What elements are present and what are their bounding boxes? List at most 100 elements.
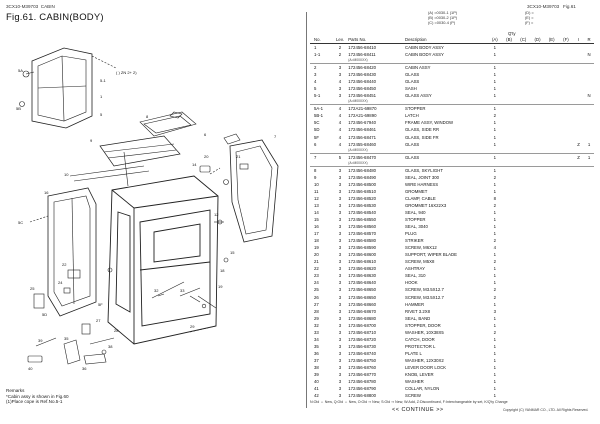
cell-qty-c xyxy=(516,44,530,52)
cell-qty-e xyxy=(545,78,559,85)
cell-qty-e xyxy=(545,364,559,371)
cell-ref-no: 1-1 xyxy=(314,52,321,58)
cell-ref-no: 3 xyxy=(314,72,317,78)
cell-description: GLASS, SIDE RR xyxy=(404,127,440,133)
remarks-line: *Cabin assy is shown in Fig.60 xyxy=(6,393,69,399)
cell-ref-no: 8 xyxy=(310,165,333,174)
continue-arrow-right-icon: >> xyxy=(434,407,444,413)
cell-r xyxy=(584,279,594,286)
cell-qty-c xyxy=(516,336,530,343)
cell-qty-f xyxy=(559,44,573,52)
doc-id-right: 3CX10-M39703 Fig.61 xyxy=(527,4,576,9)
cell-level: 3 xyxy=(338,280,342,286)
cell-qty-b xyxy=(502,265,516,272)
cell-qty-c xyxy=(516,371,530,378)
callout-19: 19 xyxy=(218,284,223,289)
cell-qty-d xyxy=(530,216,544,223)
cell-qty-f xyxy=(558,63,573,72)
cell-ref-no: 17 xyxy=(314,231,319,237)
callout-labels: 5-1 1 5 6 7 8 9 10 12 14 15 16 18 19 20 … xyxy=(16,68,277,371)
cell-qty-c xyxy=(516,181,530,188)
continue-arrow-left-icon: << xyxy=(392,407,402,413)
cell-qty-f xyxy=(559,343,573,350)
cell-qty-f xyxy=(559,223,573,230)
cell-qty-d xyxy=(530,265,544,272)
cell-i xyxy=(573,265,584,272)
cell-qty-a: 1 xyxy=(493,181,497,187)
cell-description: LEVER DOOR LOCK xyxy=(404,364,447,370)
cell-ref-no: 2 xyxy=(310,63,333,72)
cell-qty-a: 2 xyxy=(493,329,497,335)
cell-part-number: 172456-68780 xyxy=(348,379,376,385)
cell-level: 4 xyxy=(338,120,342,126)
cell-qty-d xyxy=(530,152,545,161)
callout-1: 1 xyxy=(100,94,103,99)
diagram-note: ( ) ZN 2+ 2) xyxy=(116,70,137,75)
cell-ref-no: 5-1 xyxy=(314,93,321,99)
cell-level: 3 xyxy=(338,72,342,78)
cell-qty-b xyxy=(502,112,516,119)
cell-qty-a: 1 xyxy=(493,72,497,78)
callout-5: 5 xyxy=(100,112,103,117)
cell-r xyxy=(584,181,594,188)
cell-qty-f xyxy=(559,244,573,251)
cell-qty-b xyxy=(502,44,516,52)
callout-39: 39 xyxy=(38,338,43,343)
cell-r xyxy=(584,237,594,244)
cell-qty-c xyxy=(516,265,530,272)
cell-qty-b xyxy=(502,119,516,126)
cell-qty-c xyxy=(516,223,530,230)
cell-qty-b xyxy=(502,244,516,251)
cell-qty-e xyxy=(544,63,559,72)
cell-qty-a: 1 xyxy=(493,141,497,147)
cell-qty-c xyxy=(516,237,530,244)
cell-qty-e xyxy=(545,174,559,181)
cell-qty-e xyxy=(545,357,559,364)
cell-qty-d xyxy=(530,71,544,78)
callout-18: 18 xyxy=(220,268,225,273)
cell-qty-b xyxy=(502,350,516,357)
cell-r: N xyxy=(587,52,591,58)
cell-i xyxy=(573,78,584,85)
cell-qty-f xyxy=(559,92,573,99)
cell-level: 3 xyxy=(338,350,342,356)
cell-i xyxy=(573,230,584,237)
cell-description: GROMMET xyxy=(404,188,428,194)
cell-r xyxy=(584,322,594,329)
cell-qty-a: 1 xyxy=(493,52,497,58)
cell-level: 3 xyxy=(338,238,342,244)
cell-level: 3 xyxy=(338,259,342,265)
serial-note: (A=M00XXX) xyxy=(348,147,368,152)
cell-qty-e xyxy=(545,230,559,237)
cell-qty-e xyxy=(545,181,559,188)
cell-qty-e xyxy=(545,371,559,378)
callout-9: 9 xyxy=(90,138,93,143)
cell-qty-b xyxy=(502,357,516,364)
cell-r xyxy=(584,258,594,265)
cell-qty-e xyxy=(545,126,559,133)
page-divider xyxy=(306,12,307,408)
cell-qty-d xyxy=(530,251,544,258)
cell-qty-a: 1 xyxy=(493,386,497,392)
callout-36: 36 xyxy=(82,366,87,371)
cell-ref-no: 25 xyxy=(314,287,319,293)
cell-qty-a: 1 xyxy=(487,104,502,113)
cell-qty-f xyxy=(558,152,573,161)
cell-qty-e xyxy=(545,301,559,308)
cell-level: 3 xyxy=(338,372,342,378)
cell-qty-b xyxy=(502,134,516,141)
cell-i xyxy=(573,237,584,244)
cell-qty-b xyxy=(502,174,516,181)
cell-part-number: 172456-67940 xyxy=(348,120,376,126)
